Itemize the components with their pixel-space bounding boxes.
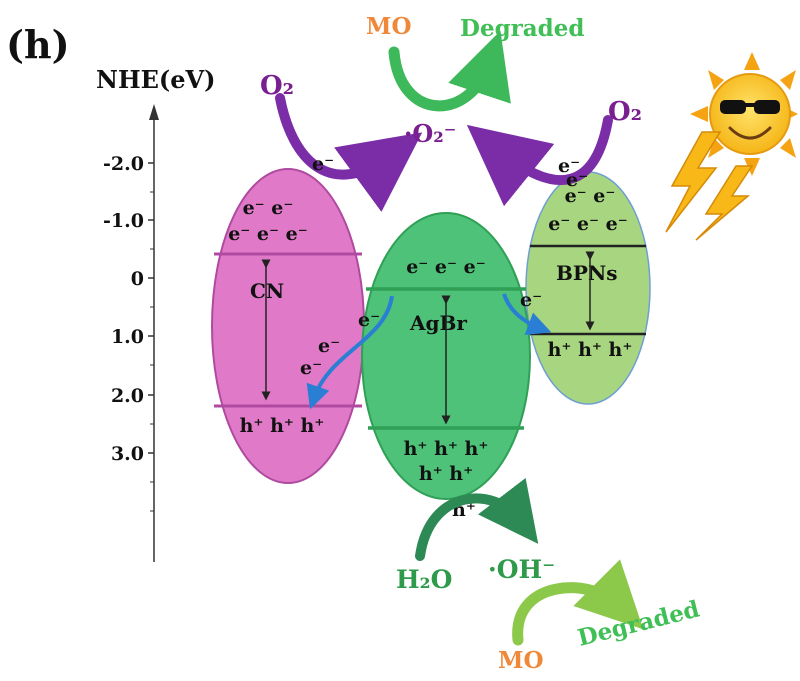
cn-cb-electrons: e⁻ e⁻ e⁻ <box>228 223 308 245</box>
axis-arrow <box>149 104 159 120</box>
axis-ticks <box>148 162 154 512</box>
oxygen-right: O₂ <box>608 97 642 127</box>
bpns-cb-electrons: e⁻ e⁻ e⁻ <box>548 213 628 235</box>
cn-cb-electrons: e⁻ e⁻ <box>243 197 294 219</box>
degraded-bottom: Degraded <box>575 596 702 652</box>
agbr-vb-holes: h⁺ h⁺ <box>419 463 473 485</box>
agbr-semiconductor: e⁻ e⁻ e⁻ AgBr h⁺ h⁺ h⁺ h⁺ h⁺ <box>361 212 531 500</box>
agbr-vb-holes: h⁺ h⁺ h⁺ <box>404 438 489 460</box>
cn-semiconductor: e⁻ e⁻ e⁻ e⁻ e⁻ CN h⁺ h⁺ h⁺ <box>211 168 365 484</box>
bpns-cb-electrons: e⁻ <box>566 169 588 191</box>
tick-label: 3.0 <box>111 443 144 465</box>
water-oxidation-arrow <box>415 477 539 561</box>
electron-label: e⁻ <box>300 357 322 379</box>
cn-oxygen-reduction-arrow <box>275 93 423 212</box>
electron-label: e⁻ <box>558 155 580 177</box>
degraded-top: Degraded <box>460 15 584 42</box>
water: H₂O <box>396 565 452 594</box>
electron-transfer-arrow <box>306 295 394 410</box>
cn-label: CN <box>250 279 284 303</box>
electron-label: e⁻ <box>318 335 340 357</box>
electron-label: e⁻ <box>312 153 334 175</box>
tick-label: -2.0 <box>103 153 144 175</box>
hydroxyl-radical: ·OH⁻ <box>488 555 555 584</box>
cn-vb-holes: h⁺ h⁺ h⁺ <box>240 415 325 437</box>
superoxide-radical: ·O₂⁻ <box>404 119 456 148</box>
electron-transfer-arrow <box>502 293 552 336</box>
tick-label: 0 <box>131 268 144 290</box>
bpns-cb-electrons: e⁻ e⁻ <box>565 185 616 207</box>
lightning-icon <box>665 131 754 241</box>
sun-icon <box>690 52 798 176</box>
tick-label: 2.0 <box>111 385 144 407</box>
electron-label: e⁻ <box>520 289 542 311</box>
energy-axis: NHE(eV) -2.0 -1.0 0 1.0 2.0 3.0 <box>96 65 216 562</box>
mo-top: MO <box>366 13 412 40</box>
mo-degradation-arrow-top <box>388 30 511 112</box>
agbr-cb-electrons: e⁻ e⁻ e⁻ <box>406 256 486 278</box>
bpns-oxygen-reduction-arrow <box>466 115 613 207</box>
mo-bottom: MO <box>498 647 544 674</box>
agbr-label: AgBr <box>409 311 467 335</box>
panel-label: (h) <box>6 22 70 67</box>
bpns-semiconductor: e⁻ e⁻ e⁻ e⁻ e⁻ BPNs h⁺ h⁺ h⁺ <box>525 171 651 405</box>
bpns-label: BPNs <box>556 261 617 285</box>
bpns-vb-holes: h⁺ h⁺ h⁺ <box>548 339 633 361</box>
tick-label: 1.0 <box>111 326 144 348</box>
mo-degradation-arrow-bottom <box>512 559 644 646</box>
oxygen-left: O₂ <box>260 71 294 101</box>
tick-label: -1.0 <box>103 210 144 232</box>
axis-title: NHE(eV) <box>96 65 216 94</box>
electron-label: e⁻ <box>358 309 380 331</box>
